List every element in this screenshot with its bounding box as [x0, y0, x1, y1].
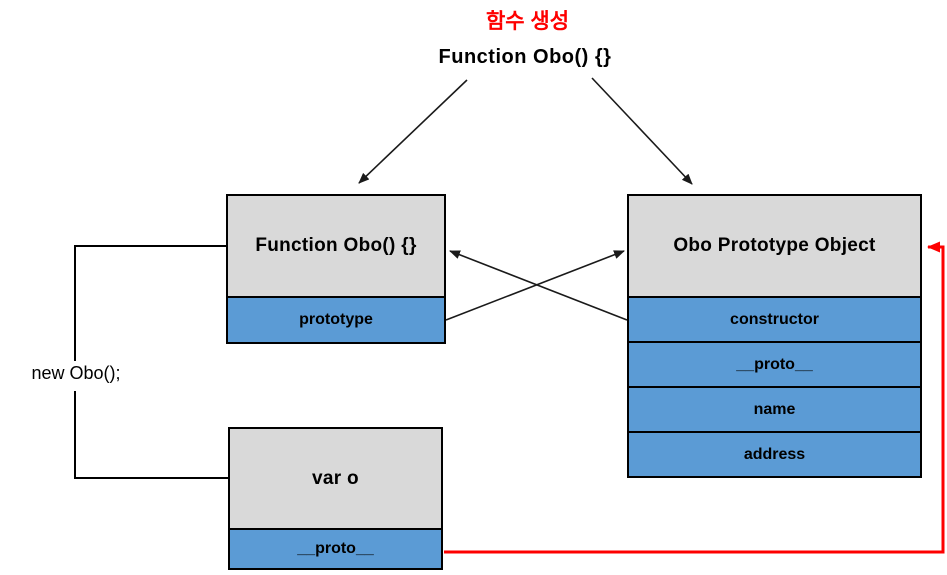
- prototype-object-row-name: name: [629, 386, 920, 431]
- prototype-object-row-address: address: [629, 431, 920, 476]
- prototype-object-row-proto: __proto__: [629, 341, 920, 386]
- function-declaration-label: Function Obo() {}: [438, 46, 612, 68]
- prototype-object-box: Obo Prototype Object constructor __proto…: [627, 194, 922, 478]
- prototype-object-header: Obo Prototype Object: [629, 196, 920, 296]
- function-object-box: Function Obo() {} prototype: [226, 194, 446, 344]
- instance-object-box: var o __proto__: [228, 427, 443, 570]
- instance-object-row-proto: __proto__: [230, 528, 441, 568]
- bracket-new-obo-top: [74, 245, 228, 361]
- new-obo-label: new Obo();: [31, 363, 121, 383]
- arrow-prototype-to-proto-object: [445, 250, 625, 321]
- bracket-new-obo-bottom: [74, 391, 228, 479]
- arrow-create-function-object: [358, 79, 468, 184]
- instance-object-header: var o: [230, 429, 441, 528]
- function-object-row-prototype: prototype: [228, 296, 444, 342]
- function-object-header: Function Obo() {}: [228, 196, 444, 296]
- arrow-create-prototype-object: [591, 77, 693, 185]
- arrow-constructor-to-function: [449, 250, 628, 321]
- diagram-title: 함수 생성: [485, 10, 570, 33]
- prototype-object-row-constructor: constructor: [629, 296, 920, 341]
